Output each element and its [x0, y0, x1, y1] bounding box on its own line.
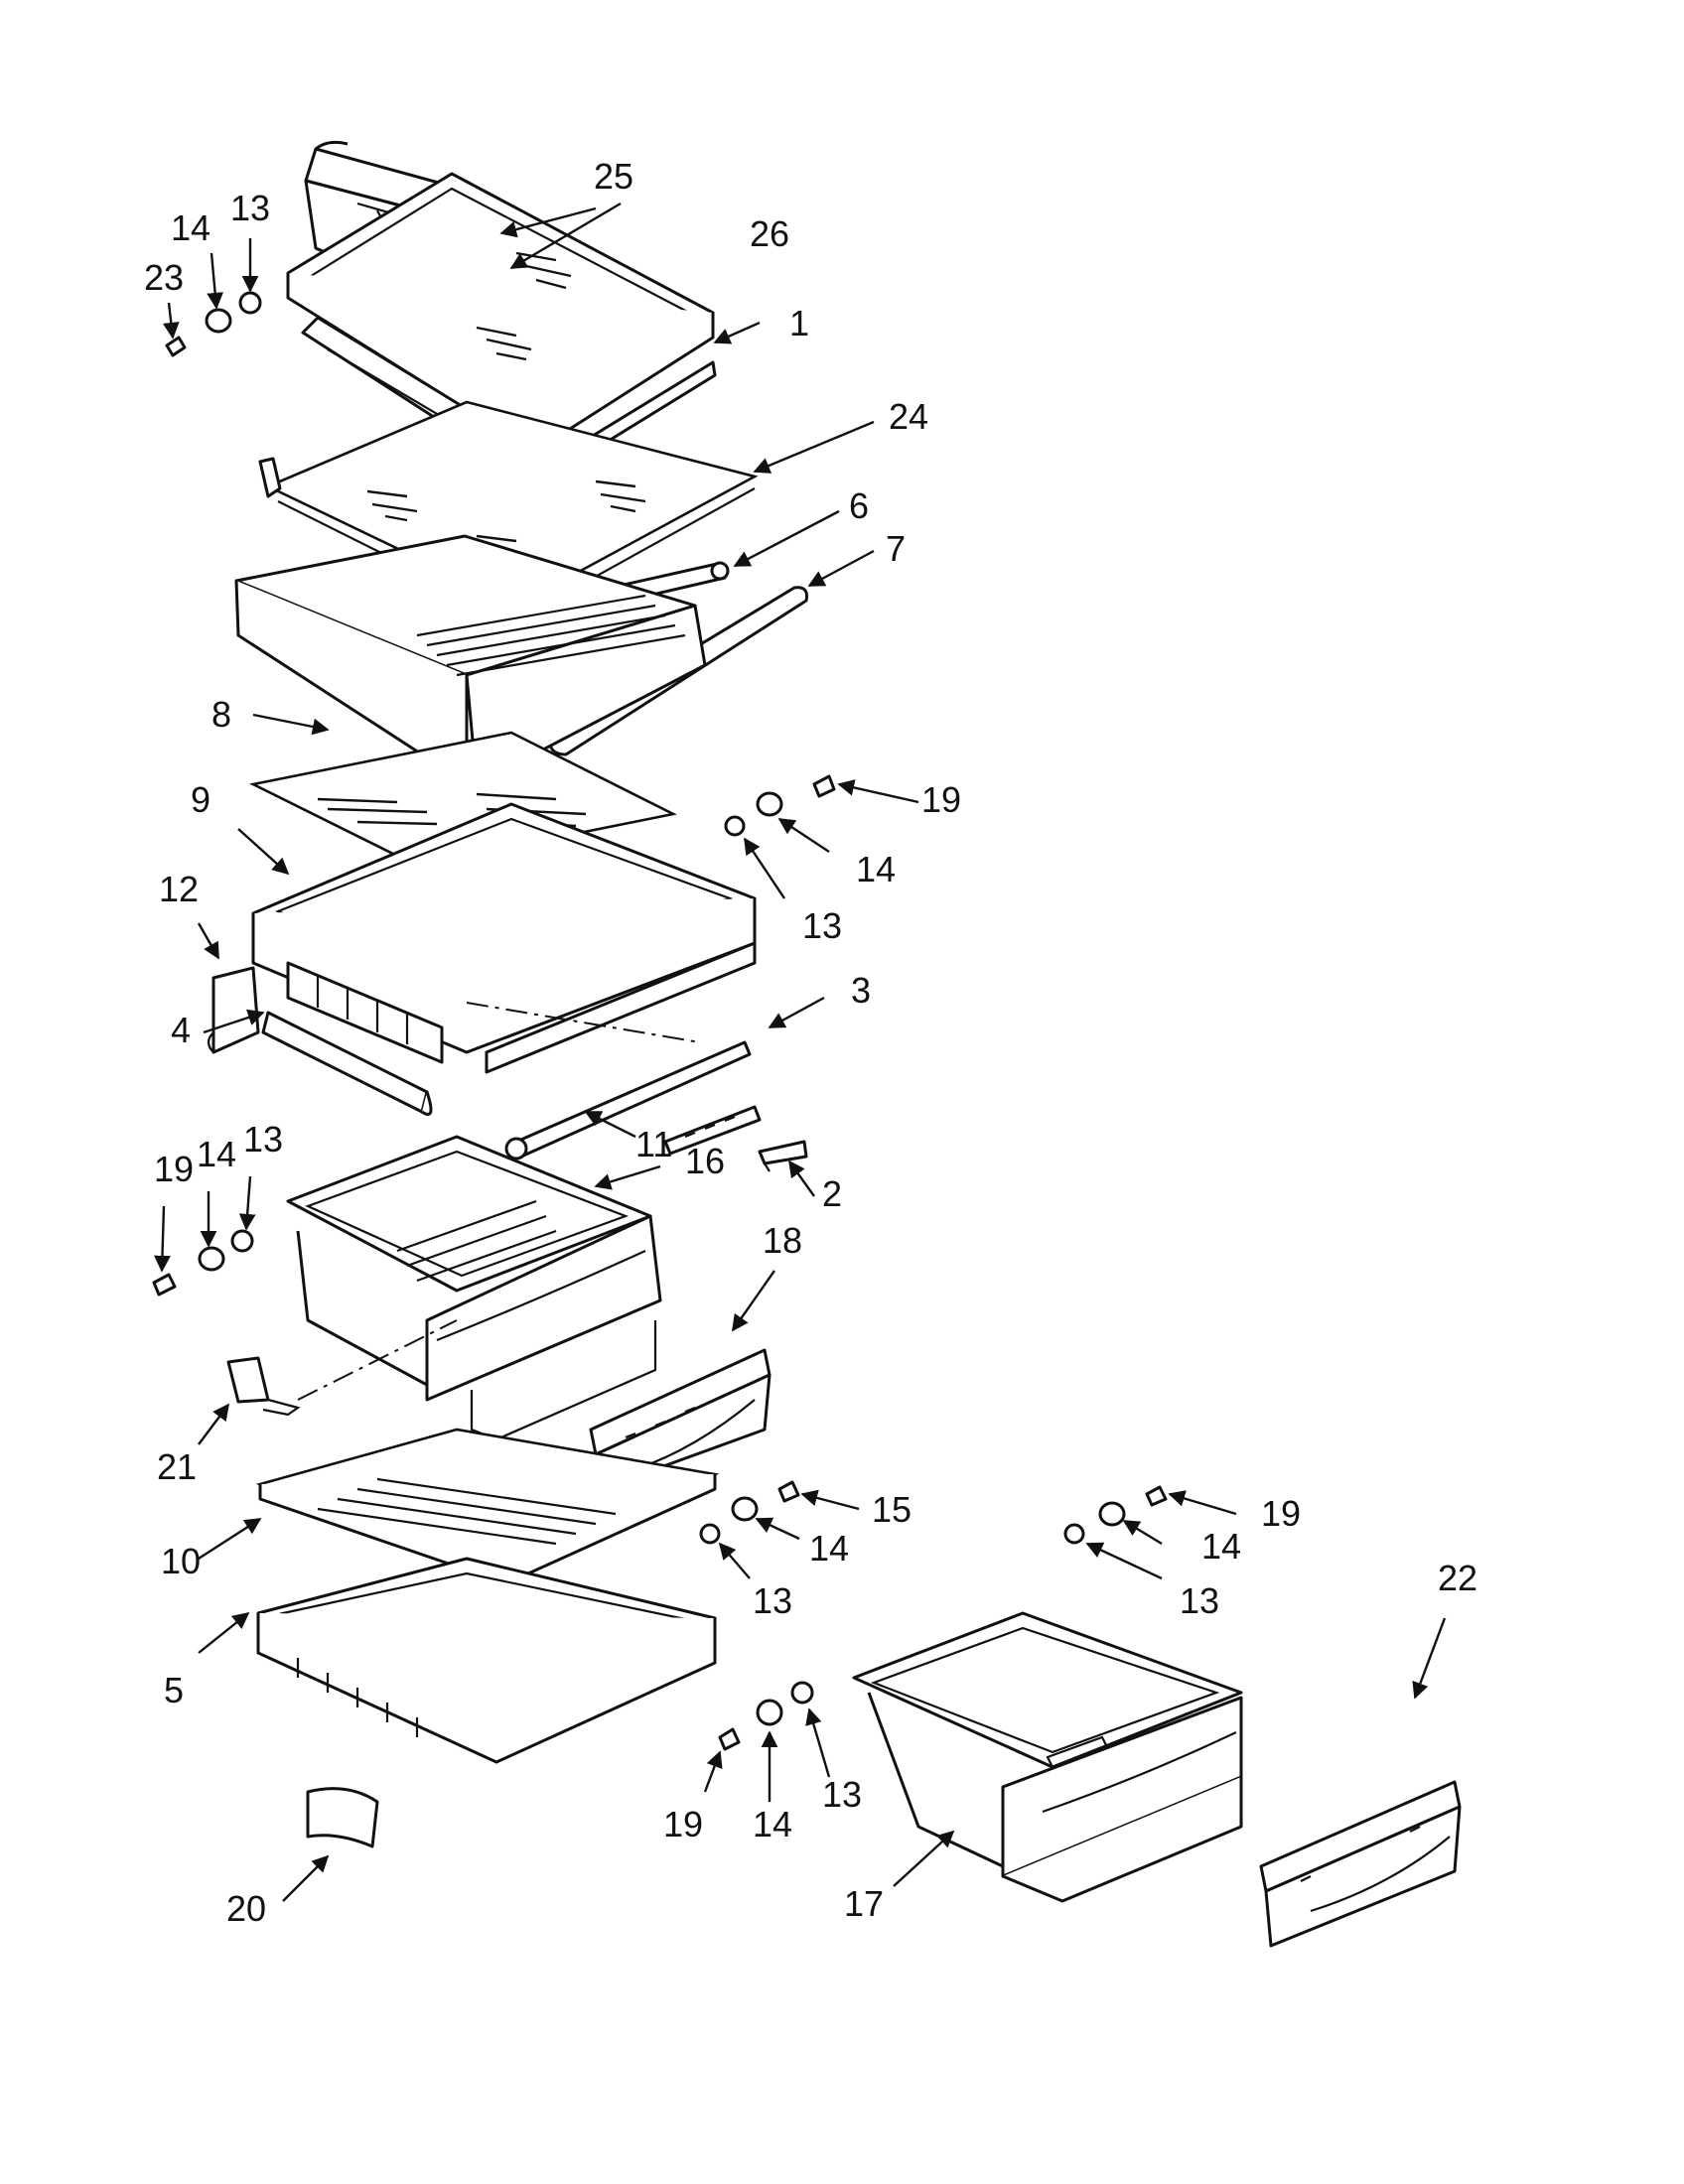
callout-13-bottom: 13 [822, 1774, 862, 1815]
callout-13-upper: 13 [802, 905, 842, 946]
part-drawer-16 [286, 1135, 662, 1441]
callout-14-right: 14 [1201, 1526, 1241, 1567]
part-trim-4 [261, 1011, 433, 1116]
callout-3: 3 [851, 970, 871, 1011]
callout-21: 21 [157, 1446, 197, 1487]
callout-2: 2 [822, 1173, 842, 1214]
callout-10: 10 [161, 1541, 201, 1581]
callout-16: 16 [685, 1141, 725, 1181]
callout-13-left: 13 [243, 1119, 283, 1160]
callout-24: 26 [750, 213, 789, 254]
part-slide-2 [758, 1140, 808, 1172]
callout-13-mid: 13 [753, 1580, 792, 1621]
part-clip-12 [207, 966, 260, 1054]
callout-14-upper: 14 [856, 849, 896, 889]
callout-18: 18 [763, 1220, 802, 1261]
callout-6: 6 [849, 485, 869, 526]
callout-14-mid: 14 [809, 1528, 849, 1569]
callout-14-bottom: 14 [753, 1804, 792, 1844]
callout-19-left: 19 [154, 1149, 194, 1189]
callout-17: 17 [844, 1883, 884, 1924]
callout-9: 9 [191, 779, 210, 820]
part-shelf-24 [286, 172, 715, 454]
part-front-22 [1259, 1780, 1462, 1948]
callout-12: 12 [159, 869, 199, 909]
part-bracket-3 [663, 1105, 762, 1156]
callout-23: 25 [594, 156, 633, 197]
part-drawer-17 [852, 1611, 1243, 1903]
leader-arrows [154, 202, 1447, 1902]
callout-8: 8 [211, 694, 231, 735]
callout-11: 11 [635, 1124, 672, 1164]
callout-26: 24 [889, 396, 928, 437]
callout-13-top: 13 [230, 188, 270, 228]
part-frame-5 [256, 1557, 717, 1764]
hardware-screws [152, 291, 1168, 1751]
part-rod-11 [504, 1040, 752, 1160]
callout-19-right: 19 [1261, 1493, 1301, 1534]
callout-labels: 25 26 23 14 13 1 24 6 7 8 9 12 19 14 13 … [144, 156, 1477, 1929]
callout-13-right: 13 [1180, 1580, 1219, 1621]
part-tab-21 [226, 1319, 458, 1417]
callout-15: 15 [872, 1489, 912, 1530]
callout-1: 1 [789, 303, 809, 343]
callout-19-upper: 19 [921, 779, 961, 820]
part-frame-9 [251, 802, 757, 1074]
callout-5: 5 [164, 1670, 184, 1710]
callout-7: 7 [886, 528, 906, 569]
callout-14-left: 14 [197, 1134, 236, 1174]
callout-14-top: 14 [171, 207, 210, 248]
callout-19-bottom: 19 [663, 1804, 703, 1844]
callout-25: 23 [144, 257, 184, 298]
callout-22: 22 [1438, 1558, 1477, 1598]
part-clip-20 [306, 1787, 379, 1848]
callout-4: 4 [171, 1010, 191, 1050]
callout-20: 20 [226, 1888, 266, 1929]
